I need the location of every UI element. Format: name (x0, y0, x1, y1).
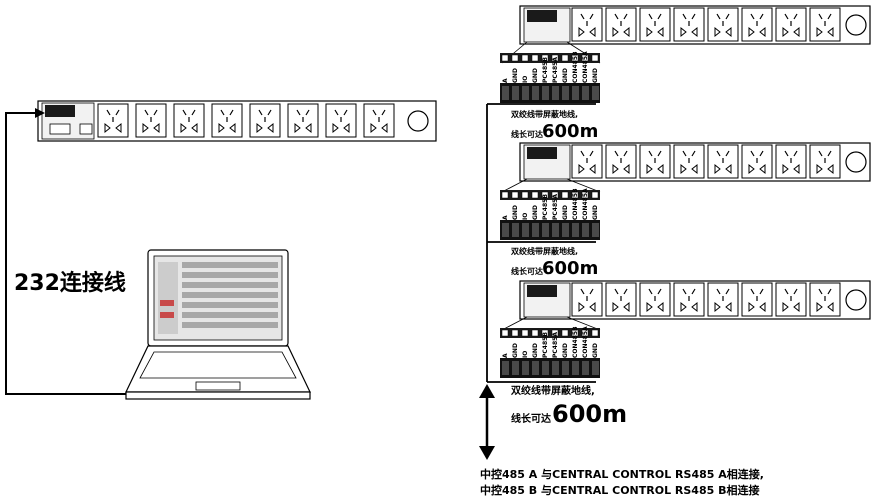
terminal-pin-label: PC485A (552, 57, 559, 83)
laptop-icon (125, 249, 311, 400)
terminal-pin-label: CON485B (572, 326, 579, 358)
terminal-pin-label: GND (512, 68, 519, 83)
terminal-pin-label: GND (562, 343, 569, 358)
cable-note-3: 双绞线带屏蔽地线, (511, 384, 595, 397)
terminal-pin-label: IO (522, 76, 529, 83)
terminal-pin-label: PC485B (542, 332, 549, 358)
length-value-2: 600m (542, 258, 598, 279)
cable-note-2: 双绞线带屏蔽地线, (511, 246, 578, 256)
power-switch-icon[interactable] (845, 14, 867, 36)
power-switch-icon[interactable] (407, 110, 429, 132)
terminal-pin-label: CON485A (582, 188, 589, 220)
terminal-pin-label: PC485B (542, 194, 549, 220)
length-prefix-2: 线长可达 (511, 266, 543, 276)
power-switch-icon[interactable] (845, 289, 867, 311)
terminal-pin-label: A (502, 215, 509, 220)
cable-232-label: 232连接线 (14, 270, 126, 296)
terminal-pin-label: A (502, 353, 509, 358)
terminal-pin-label: GND (592, 205, 599, 220)
pdu-right-3 (499, 280, 871, 379)
terminal-pin-label: GND (562, 68, 569, 83)
pdu-right-1 (499, 5, 871, 104)
terminal-pin-label: CON485B (572, 51, 579, 83)
rs485-bus (486, 103, 596, 383)
length-prefix-3: 线长可达 (511, 412, 551, 425)
terminal-pin-label: CON485B (572, 188, 579, 220)
terminal-pin-label: PC485A (552, 332, 559, 358)
footer-line-2: 中控485 B 与CENTRAL CONTROL RS485 B相连接 (480, 483, 760, 497)
terminal-pin-label: GND (512, 343, 519, 358)
rs232-cable (5, 108, 138, 399)
pdu-left (37, 100, 437, 142)
pdu-right-2 (499, 142, 871, 241)
terminal-pin-label: GND (592, 68, 599, 83)
terminal-pin-label: CON485A (582, 51, 589, 83)
double-arrow-icon (479, 384, 495, 460)
terminal-pin-label: CON485A (582, 326, 589, 358)
footer-line-1: 中控485 A 与CENTRAL CONTROL RS485 A相连接, (480, 467, 764, 481)
length-prefix-1: 线长可达 (511, 129, 543, 139)
terminal-pin-label: IO (522, 351, 529, 358)
terminal-pin-label: A (502, 78, 509, 83)
terminal-pin-label: GND (532, 343, 539, 358)
db9-port-icon (49, 123, 71, 135)
length-value-3: 600m (552, 400, 627, 428)
length-value-1: 600m (542, 121, 598, 142)
terminal-pin-label: PC485B (542, 57, 549, 83)
cable-note-1: 双绞线带屏蔽地线, (511, 109, 578, 119)
terminal-pin-label: GND (532, 68, 539, 83)
power-switch-icon[interactable] (845, 151, 867, 173)
terminal-pin-label: GND (562, 205, 569, 220)
terminal-pin-label: IO (522, 213, 529, 220)
terminal-pin-label: GND (532, 205, 539, 220)
terminal-pin-label: GND (592, 343, 599, 358)
rj45-port-icon (79, 123, 93, 135)
terminal-pin-label: PC485A (552, 194, 559, 220)
terminal-pin-label: GND (512, 205, 519, 220)
